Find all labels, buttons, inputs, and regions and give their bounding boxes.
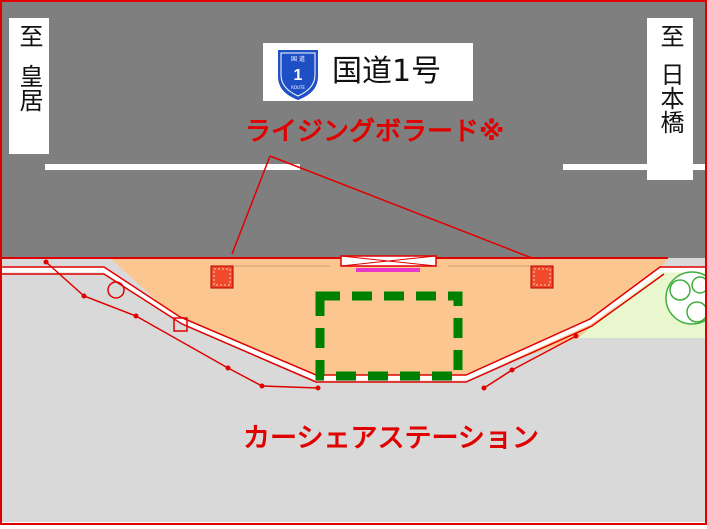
lane-marking-right <box>563 164 705 170</box>
right-direction-to: 至 <box>656 24 684 48</box>
lane-marking-left <box>45 164 300 170</box>
shield-number: 1 <box>294 67 303 84</box>
right-direction-label: 至 日本橋 <box>647 18 693 180</box>
national-route-shield-icon: 国 道 1 ROUTE <box>263 43 473 101</box>
rising-bollard-left <box>210 265 234 289</box>
left-direction-label: 至 皇居 <box>9 18 49 154</box>
shield-bottom-text: ROUTE <box>291 85 305 90</box>
shield-top-text: 国 道 <box>291 55 305 63</box>
bollard-leader-lines <box>231 155 533 259</box>
rising-bollard-label: ライジングボラード※ <box>245 117 505 147</box>
parking-space <box>315 291 463 381</box>
left-direction-to: 至 <box>15 24 43 48</box>
car-share-station-label: カーシェアステーション <box>243 423 539 454</box>
route-label: 国道1号 <box>332 54 442 89</box>
left-direction-place: 皇居 <box>15 64 43 112</box>
gate-symbol <box>340 255 437 272</box>
rising-bollard-right <box>530 265 554 289</box>
right-direction-place: 日本橋 <box>656 62 684 134</box>
curb-outer-outline <box>2 273 665 383</box>
sidewalk-nodes <box>43 259 579 391</box>
curb-inner-outline <box>2 266 705 376</box>
tree-icon <box>665 271 707 325</box>
curb-inner <box>2 267 705 381</box>
